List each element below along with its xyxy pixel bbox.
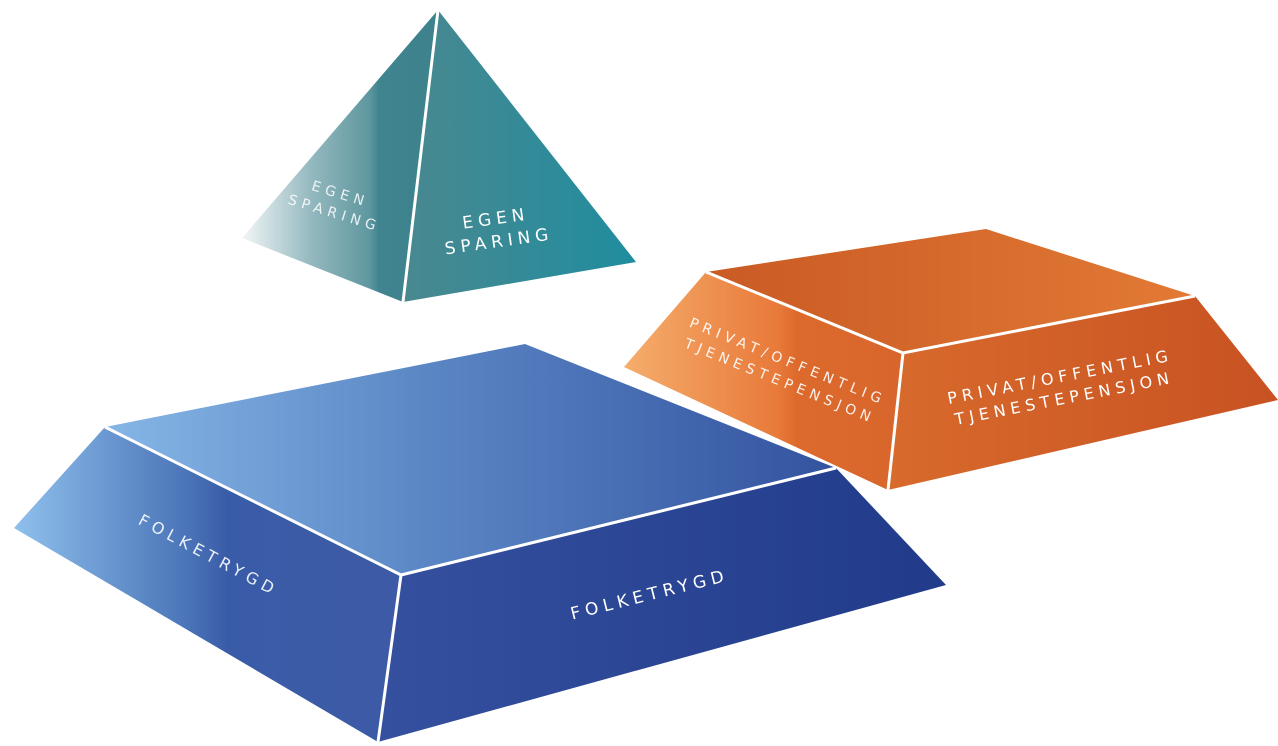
orange-front-edge [886,352,905,491]
folketrygd-slab: FOLKETRYGD FOLKETRYGD [14,344,946,743]
blue-left-face [14,427,401,742]
blue-right-face [378,468,946,742]
blue-front-edge [376,574,403,743]
tjenestepensjon-slab: PRIVAT/OFFENTLIG TJENESTEPENSJON PRIVAT/… [624,229,1278,491]
egen-sparing-pyramid: EGEN SPARING EGEN SPARING [242,9,636,303]
orange-right-face [888,296,1278,490]
pyramid-left-face [242,10,438,302]
orange-left-face [624,272,903,490]
pyramid-right-face [403,10,636,302]
pyramid-front-edge [401,9,440,303]
